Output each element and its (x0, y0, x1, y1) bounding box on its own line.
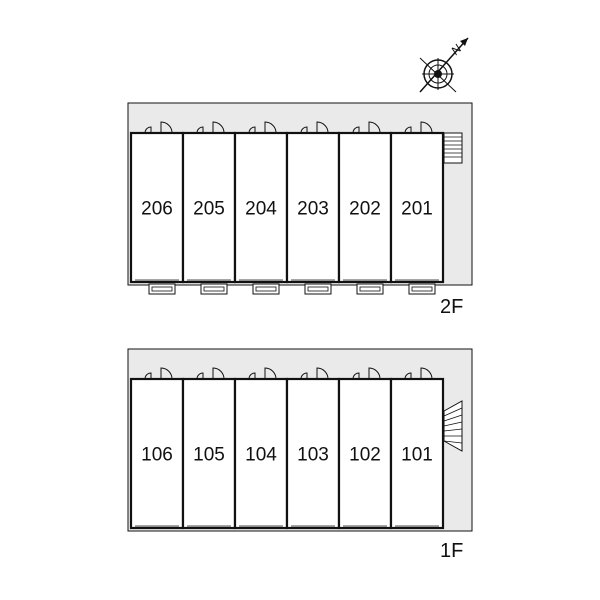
unit-box (389, 377, 445, 530)
unit-206[interactable]: 206 (129, 121, 185, 295)
unit-number-label: 203 (297, 199, 329, 220)
unit-number-label: 201 (401, 199, 433, 220)
unit-number-label: 202 (349, 199, 381, 220)
door-icon (196, 367, 225, 380)
floor-1f: 106 105 104 103 102 101 1F (127, 348, 473, 562)
unit-box (337, 131, 393, 284)
balcony (200, 283, 228, 295)
unit-201[interactable]: 201 (389, 121, 445, 295)
unit-number-label: 102 (349, 445, 381, 466)
unit-104[interactable]: 104 (233, 367, 289, 530)
unit-101[interactable]: 101 (389, 367, 445, 530)
door-icon (300, 121, 329, 134)
unit-105[interactable]: 105 (181, 367, 237, 530)
balcony (148, 283, 176, 295)
units-1f: 106 105 104 103 102 101 (129, 367, 445, 530)
unit-box (181, 131, 237, 284)
unit-103[interactable]: 103 (285, 367, 341, 530)
door-icon (352, 367, 381, 380)
floor-label-1f: 1F (440, 540, 463, 562)
unit-number-label: 105 (193, 445, 225, 466)
door-icon (196, 121, 225, 134)
compass: N (419, 37, 469, 93)
unit-number-label: 106 (141, 445, 173, 466)
unit-number-label: 205 (193, 199, 225, 220)
floor-2f: 206 205 204 203 202 201 2F (127, 102, 473, 318)
north-arrow-icon (419, 37, 469, 93)
unit-box (181, 377, 237, 530)
unit-204[interactable]: 204 (233, 121, 289, 295)
unit-number-label: 104 (245, 445, 277, 466)
unit-box (285, 377, 341, 530)
door-icon (404, 367, 433, 380)
door-icon (352, 121, 381, 134)
balcony (356, 283, 384, 295)
unit-box (129, 377, 185, 530)
unit-203[interactable]: 203 (285, 121, 341, 295)
balcony (252, 283, 280, 295)
door-icon (300, 367, 329, 380)
unit-number-label: 103 (297, 445, 329, 466)
floor-label-2f: 2F (440, 296, 463, 318)
door-icon (404, 121, 433, 134)
staircase-2f (443, 132, 463, 164)
unit-number-label: 204 (245, 199, 277, 220)
unit-205[interactable]: 205 (181, 121, 237, 295)
unit-box (337, 377, 393, 530)
unit-box (233, 131, 289, 284)
unit-number-label: 206 (141, 199, 173, 220)
door-icon (144, 367, 173, 380)
units-2f: 206 205 204 203 202 201 (129, 121, 445, 295)
door-icon (144, 121, 173, 134)
balcony (304, 283, 332, 295)
door-icon (248, 367, 277, 380)
unit-102[interactable]: 102 (337, 367, 393, 530)
unit-number-label: 101 (401, 445, 433, 466)
balcony (408, 283, 436, 295)
unit-106[interactable]: 106 (129, 367, 185, 530)
unit-box (389, 131, 445, 284)
unit-202[interactable]: 202 (337, 121, 393, 295)
unit-box (233, 377, 289, 530)
door-icon (248, 121, 277, 134)
